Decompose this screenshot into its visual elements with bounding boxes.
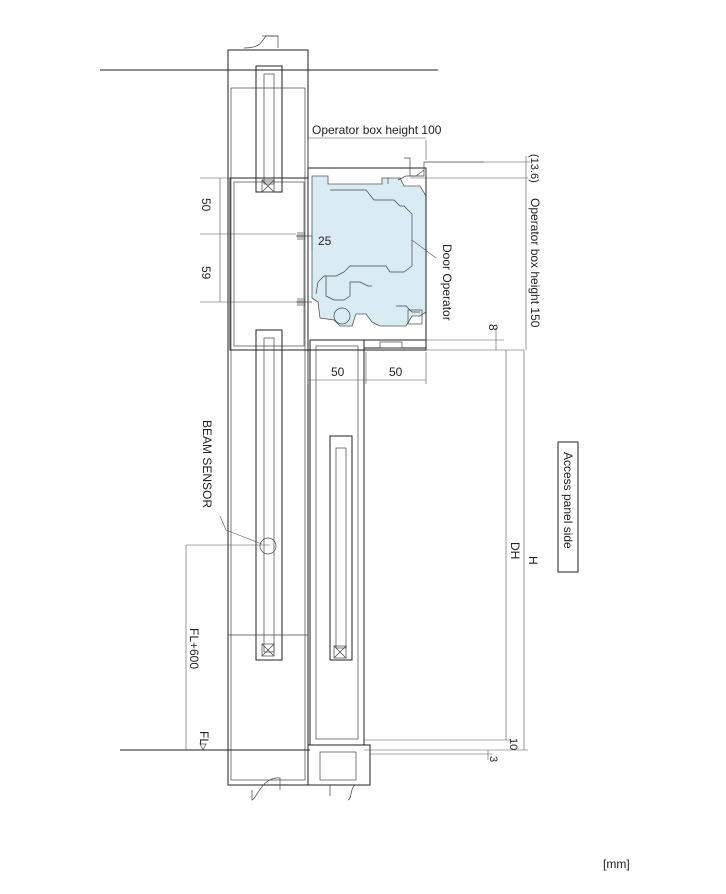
access-panel-label: Access panel side — [561, 452, 575, 549]
dim-13-6-label: (13.6) — [528, 154, 540, 183]
dim-10-label: 10 — [507, 738, 519, 750]
access-panel-box: Access panel side — [557, 441, 579, 573]
ceiling-structure — [100, 35, 438, 71]
fl-label: FL — [197, 731, 211, 745]
dim-8-label: 8 — [486, 324, 500, 331]
operator-box-100-label: Operator box height 100 — [312, 123, 442, 137]
door-operator — [296, 157, 528, 351]
sliding-door — [307, 339, 371, 801]
fl-600-label: FL+600 — [187, 628, 201, 669]
h-label: H — [526, 556, 540, 565]
fixed-frame — [227, 49, 309, 801]
dim-3-label: 3 — [487, 756, 499, 762]
unit-label: [mm] — [603, 857, 630, 871]
dh-label: DH — [508, 542, 522, 559]
dim-50-a-label: 50 — [331, 365, 345, 379]
operator-box-150-label: Operator box height 150 — [528, 198, 542, 328]
door-operator-label: Door Operator — [440, 244, 454, 321]
dimension-lines — [120, 137, 530, 760]
dim-25-label: 25 — [318, 234, 332, 248]
dim-50-top-label: 50 — [199, 198, 213, 212]
dim-50-b-label: 50 — [389, 365, 403, 379]
beam-sensor-label: BEAM SENSOR — [200, 420, 214, 508]
dim-59-label: 59 — [199, 266, 213, 280]
